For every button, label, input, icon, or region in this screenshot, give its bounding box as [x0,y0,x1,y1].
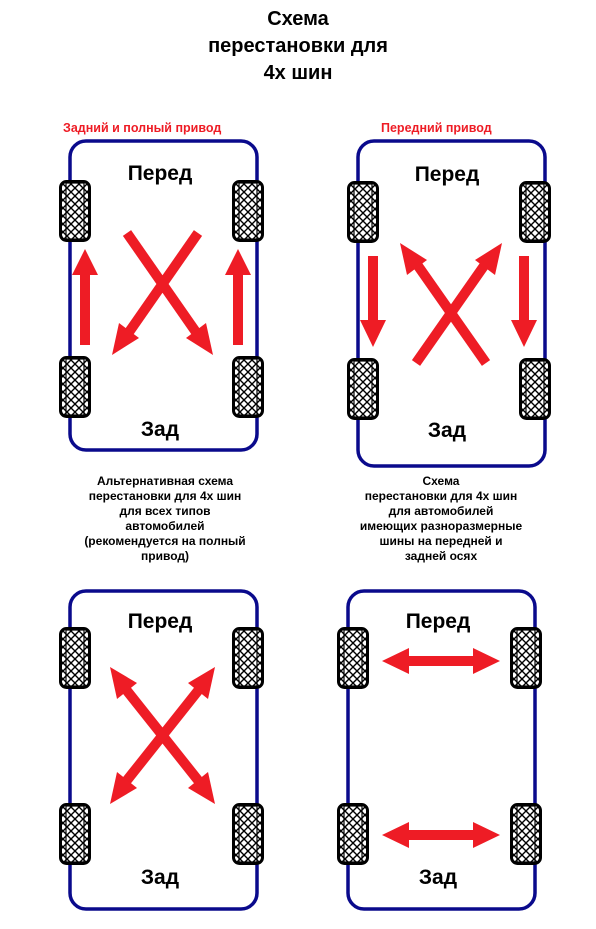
caption-line: автомобилей [125,519,205,533]
tire-front-right-icon [232,627,264,689]
arrow-head [400,243,427,275]
title-line-2: перестановки для [208,35,388,57]
arrow-head [110,667,137,699]
front-label: Перед [128,610,193,633]
tire-rear-right-icon [232,803,264,865]
arrow-head [188,667,215,699]
rear-label: Зад [141,866,179,889]
front-label: Перед [415,163,480,186]
arrow-down-right-icon [511,256,537,347]
tire-front-left-icon [337,627,369,689]
page-title: Схема перестановки для 4х шин [0,6,596,87]
rear-label: Зад [428,419,466,442]
cross-arrows-icon [122,230,203,338]
arrow-up-right-icon [225,249,251,345]
caption-line: имеющих разноразмерные [359,519,523,533]
car-outline [346,589,537,911]
arrow-head [110,772,137,804]
alternative-scheme-caption: Альтернативная схема перестановки для 4х… [50,474,280,564]
arrow-up-left-icon [72,249,98,345]
title-line-3: 4х шин [263,62,333,84]
front-label: Перед [128,162,193,185]
caption-line: для автомобилей [388,504,494,518]
rear-label: Зад [419,866,457,889]
tire-front-right-icon [519,181,551,243]
swap-arrow-front-icon [382,648,500,674]
tire-rear-left-icon [347,358,379,420]
caption-line: привод) [141,549,189,563]
diagram-fwd: Перед Зад [347,139,551,468]
rear-label: Зад [141,418,179,441]
arrow-down-left-icon [360,256,386,347]
diagram-different-size: Перед Зад [337,589,542,911]
front-label: Перед [406,610,471,633]
tire-rear-left-icon [59,803,91,865]
rwd-awd-label: Задний и полный привод [63,121,222,135]
caption-line: для всех типов [119,504,211,518]
tire-rear-left-icon [337,803,369,865]
tire-front-left-icon [59,180,91,242]
car-outline [68,139,259,452]
swap-arrow-rear-icon [382,822,500,848]
fwd-label: Передний привод [381,121,492,135]
diagram-alternative: Перед Зад [59,589,264,911]
diagram-rwd-awd: Перед Зад [59,139,264,452]
cross-arrows-icon [120,683,205,788]
caption-line: перестановки для 4х шин [88,489,242,503]
arrow-head [112,323,139,355]
caption-line: (рекомендуется на полный [84,534,246,548]
tire-front-left-icon [59,627,91,689]
car-outline [68,589,259,911]
arrow-head [188,772,215,804]
tire-front-right-icon [232,180,264,242]
caption-line: Схема [422,474,460,488]
tire-rear-right-icon [232,356,264,418]
cross-arrows-icon [411,260,491,366]
arrow-head [475,243,502,275]
tire-rear-right-icon [510,803,542,865]
caption-line: задней осях [404,549,478,563]
tire-front-right-icon [510,627,542,689]
tire-front-left-icon [347,181,379,243]
caption-line: перестановки для 4х шин [364,489,518,503]
title-line-1: Схема [267,8,329,30]
arrow-head [186,323,213,355]
caption-line: шины на передней и [379,534,503,548]
tire-rear-left-icon [59,356,91,418]
tire-rear-right-icon [519,358,551,420]
caption-line: Альтернативная схема [96,474,234,488]
different-size-scheme-caption: Схема перестановки для 4х шин для автомо… [326,474,556,564]
car-outline [356,139,547,468]
